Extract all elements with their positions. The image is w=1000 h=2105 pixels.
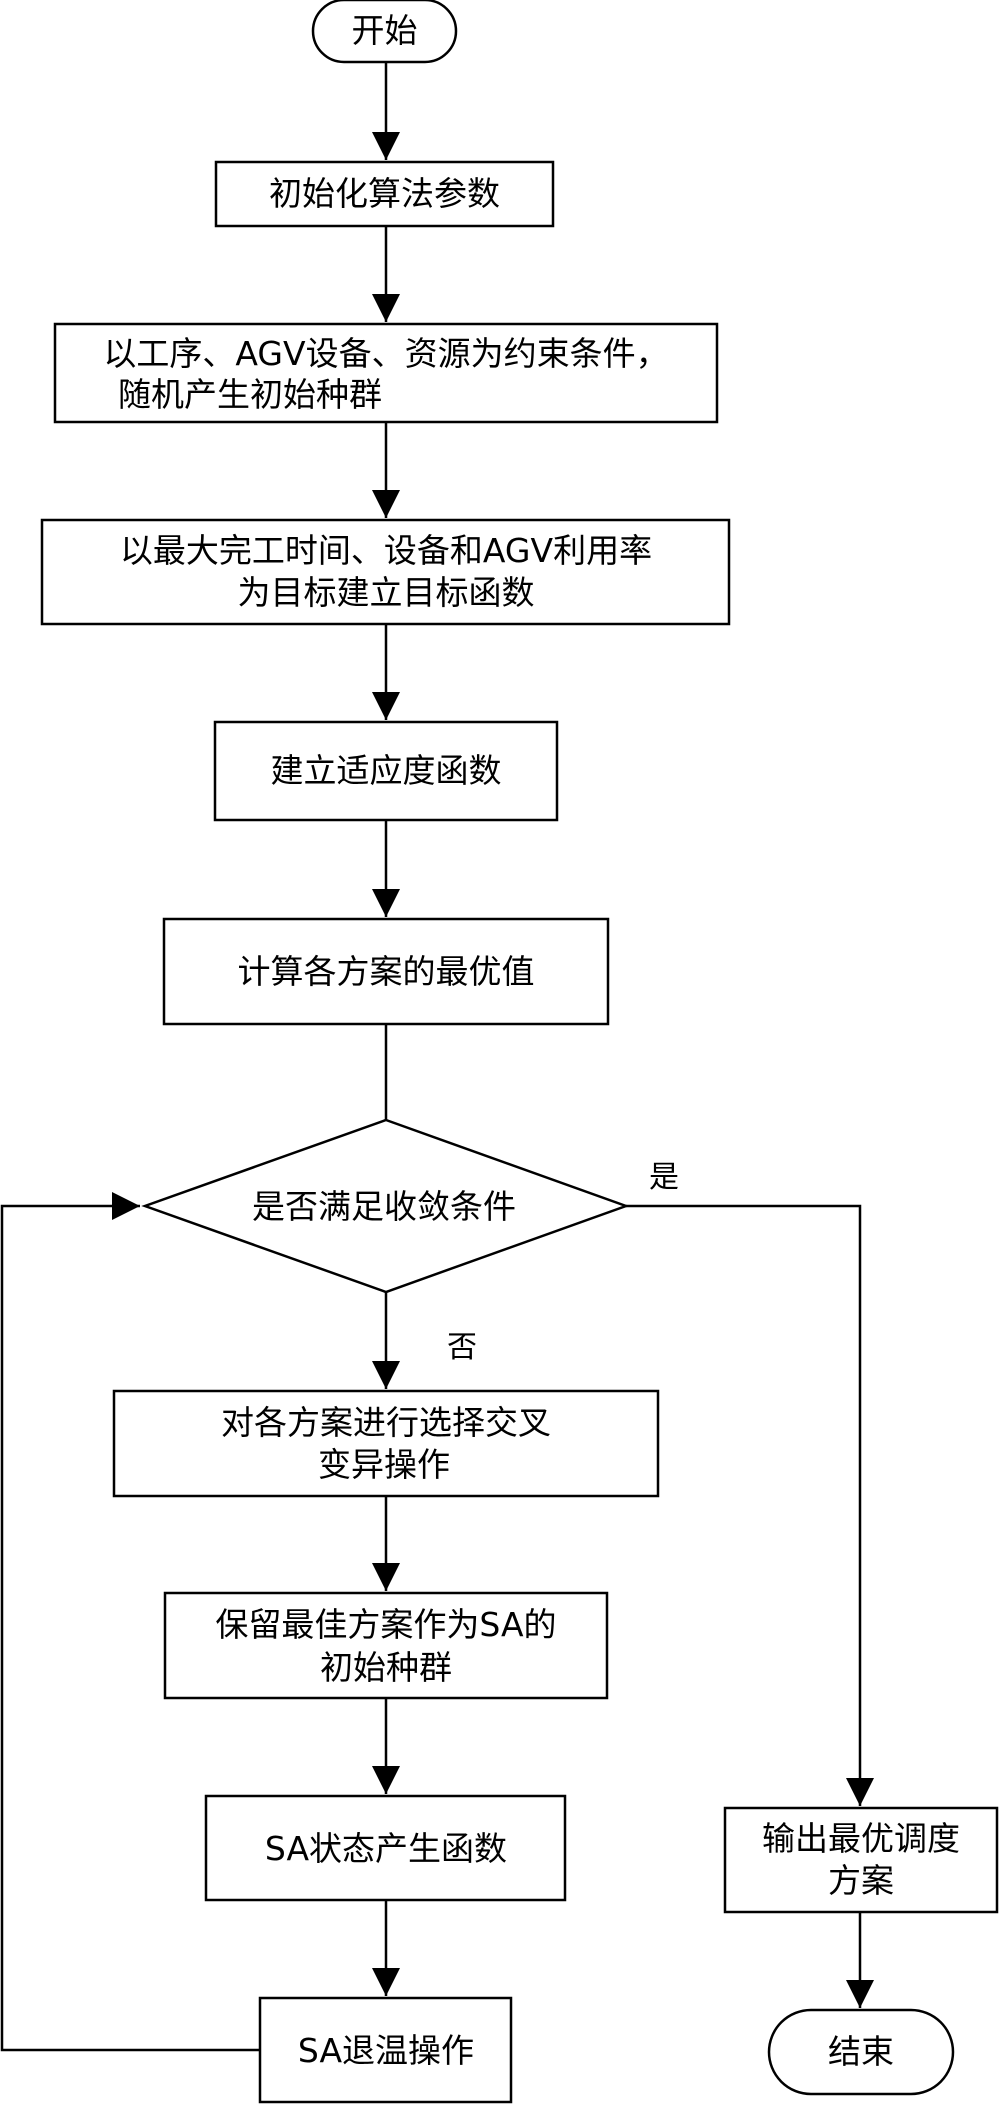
compute-optimal-box: 计算各方案的最优值 bbox=[162, 917, 610, 1026]
start-label: 开始 bbox=[352, 11, 418, 50]
sa-anneal-label: SA退温操作 bbox=[298, 2031, 474, 2070]
keep-best-line1: 保留最佳方案作为SA的 bbox=[215, 1605, 556, 1644]
select-crossover-box: 对各方案进行选择交叉 变异操作 bbox=[112, 1389, 660, 1498]
fitness-label: 建立适应度函数 bbox=[271, 751, 502, 790]
output-line2: 方案 bbox=[828, 1861, 894, 1900]
random-population-line1: 以工序、AGV设备、资源为约束条件， bbox=[103, 334, 668, 373]
output-box: 输出最优调度 方案 bbox=[723, 1806, 999, 1914]
start-terminator: 开始 bbox=[311, 0, 458, 64]
converge-decision-label: 是否满足收敛条件 bbox=[252, 1187, 516, 1226]
fitness-box: 建立适应度函数 bbox=[213, 720, 559, 822]
edges bbox=[0, 62, 874, 2052]
end-terminator: 结束 bbox=[767, 2008, 955, 2096]
edge-check-output bbox=[626, 1204, 874, 1806]
random-population-line2: 随机产生初始种群 bbox=[118, 375, 382, 414]
objective-line2: 为目标建立目标函数 bbox=[238, 573, 535, 612]
no-label: 否 bbox=[447, 1330, 477, 1365]
sa-state-box: SA状态产生函数 bbox=[204, 1794, 567, 1902]
sa-anneal-box: SA退温操作 bbox=[258, 1996, 513, 2104]
init-params-label: 初始化算法参数 bbox=[269, 174, 500, 213]
random-population-box: 以工序、AGV设备、资源为约束条件， 随机产生初始种群 bbox=[53, 322, 719, 424]
select-crossover-line2: 变异操作 bbox=[318, 1445, 450, 1484]
edge-anneal-loopback bbox=[0, 1192, 260, 2052]
keep-best-line2: 初始种群 bbox=[320, 1648, 452, 1687]
yes-label: 是 bbox=[649, 1160, 679, 1195]
converge-decision: 是否满足收敛条件 bbox=[141, 1118, 630, 1294]
objective-line1: 以最大完工时间、设备和AGV利用率 bbox=[120, 531, 652, 570]
init-params-box: 初始化算法参数 bbox=[214, 160, 555, 228]
keep-best-box: 保留最佳方案作为SA的 初始种群 bbox=[163, 1591, 609, 1700]
end-label: 结束 bbox=[828, 2032, 894, 2071]
select-crossover-line1: 对各方案进行选择交叉 bbox=[221, 1403, 551, 1442]
compute-optimal-label: 计算各方案的最优值 bbox=[238, 952, 535, 991]
output-line1: 输出最优调度 bbox=[762, 1819, 960, 1858]
sa-state-label: SA状态产生函数 bbox=[265, 1829, 507, 1868]
objective-box: 以最大完工时间、设备和AGV利用率 为目标建立目标函数 bbox=[40, 518, 731, 626]
